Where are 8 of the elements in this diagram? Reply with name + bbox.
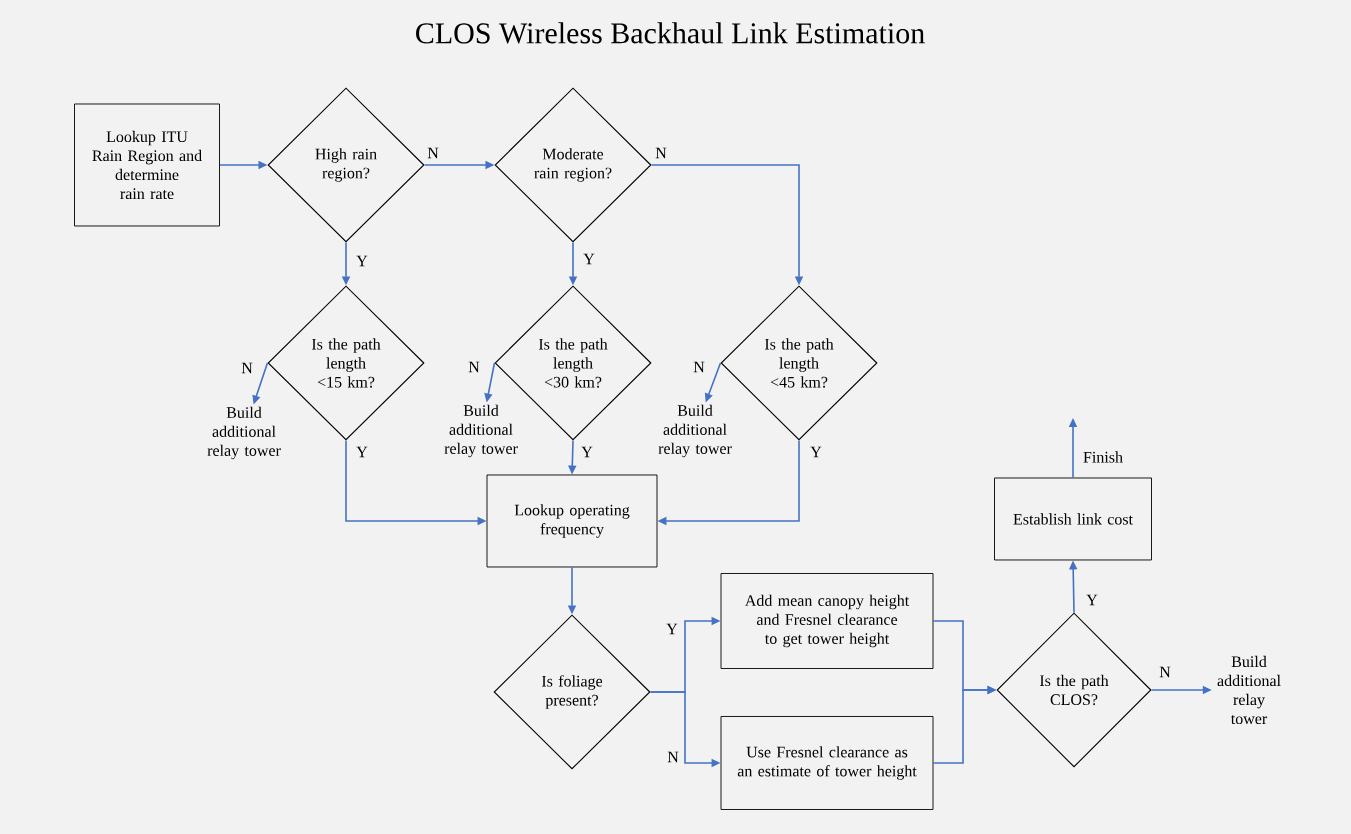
process-box: Lookup ITU Rain Region and determine rain rate: [74, 103, 220, 227]
edge-label: Finish: [1082, 450, 1124, 464]
process-box: Establish link cost: [994, 477, 1152, 561]
process-box: Add mean canopy height and Fresnel clearance to get tower height: [720, 573, 934, 669]
outcome-text: Build additional relay tower: [1217, 655, 1281, 725]
title: CLOS Wireless Backhaul Link Estimation: [416, 22, 925, 44]
process-box: Lookup operating frequency: [486, 474, 658, 568]
process-box: Use Fresnel clearance as an estimate of tower height: [720, 716, 934, 810]
